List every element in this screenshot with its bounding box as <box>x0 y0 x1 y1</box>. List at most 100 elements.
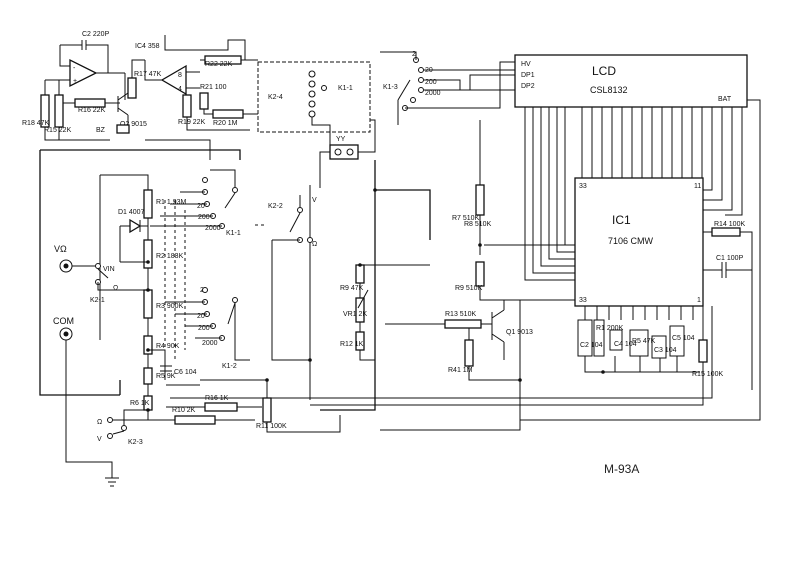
r5b-label: R5 47K <box>632 338 656 345</box>
r18-label: R18 47K <box>22 120 50 127</box>
ic1-chip: IC1 7106 CMW 33 11 33 1 <box>574 177 704 307</box>
svg-text:2000: 2000 <box>205 225 221 232</box>
svg-text:-: - <box>73 65 76 72</box>
k1-3-switch: 2 20 200 2000 K1-3 <box>380 51 515 125</box>
r17-label: R17 47K <box>134 71 162 78</box>
r16-label: R16 22K <box>78 107 106 114</box>
r16b-label: R16 1K <box>205 395 229 402</box>
r41-label: R41 1M <box>448 367 473 374</box>
ic1-integrator: C2 104 R1 200K C4 104 R5 47K C3 104 C5 1… <box>170 306 723 406</box>
d1-label: D1 4007 <box>118 209 145 216</box>
r1-label: R1 1.93M <box>156 199 187 206</box>
k2-4-label: K2-4 <box>268 94 283 101</box>
ic1-pin-bottom-left: 33 <box>579 297 587 304</box>
bz-label: BZ <box>96 127 106 134</box>
svg-text:2000: 2000 <box>425 90 441 97</box>
k1-1-mid-label: K1-1 <box>226 230 241 237</box>
lcd-model: CSL8132 <box>590 85 628 95</box>
ic1-osc-network: R14 100K C1 100P <box>703 221 753 390</box>
r4-label: R4 90K <box>156 343 180 350</box>
r3-label: R3 900K <box>156 303 184 310</box>
r6-label: R6 1K <box>130 400 150 407</box>
input-terminals[interactable]: VΩ VIN Ω K2-1 COM <box>53 244 148 487</box>
com-label: COM <box>53 316 74 326</box>
ic1-name: IC1 <box>612 213 631 227</box>
r19-label: R19 22K <box>178 119 206 126</box>
r21-label: R21 100 <box>200 84 227 91</box>
r10-label: R10 2K <box>172 407 196 414</box>
c2-label: C2 220P <box>82 31 110 38</box>
r13-label: R13 510K <box>445 311 476 318</box>
ic1-pin-top-left: 33 <box>579 183 587 190</box>
buzzer-stage: - + C2 220P R18 47K R15 22K R16 22K Q2 9… <box>22 31 162 141</box>
svg-text:4: 4 <box>178 86 182 93</box>
svg-text:2: 2 <box>200 287 204 294</box>
r9b-label: R9 47K <box>340 285 364 292</box>
r8-label: R8 510K <box>464 221 492 228</box>
omega-in-label: Ω <box>113 285 118 292</box>
k2-2-switch: K2-2 V Ω <box>268 195 317 361</box>
svg-text:200: 200 <box>425 79 437 86</box>
r22-label: R22 22K <box>205 61 233 68</box>
svg-text:8: 8 <box>178 72 182 79</box>
svg-text:2000: 2000 <box>202 340 218 347</box>
reference-section: R7 510K R8 510K R9 510K R9 47K VR1 2K R1… <box>340 120 575 431</box>
k1-3-label: K1-3 <box>383 84 398 91</box>
q1-label: Q1 9013 <box>506 329 533 336</box>
k2-3-switch: Ω V K2-3 <box>97 409 175 446</box>
r14-label: R14 100K <box>714 221 745 228</box>
svg-text:20: 20 <box>197 313 205 320</box>
lcd-pin-dp1: DP1 <box>521 72 535 79</box>
switch-linkages <box>164 200 265 365</box>
r1b-label: R1 200K <box>596 325 624 332</box>
ic1-pin-bottom-right: 1 <box>697 297 701 304</box>
junction-dots <box>146 188 605 412</box>
ic4-label: IC4 358 <box>135 43 160 50</box>
k2-4-switch-box: K2-4 K1-1 <box>250 59 371 145</box>
protection-network: R10 2K R16 1K R11 100K <box>166 379 341 433</box>
fuse-yy: YY <box>319 119 376 188</box>
svg-text:200: 200 <box>198 325 210 332</box>
c3-label: C3 104 <box>654 347 677 354</box>
r20-label: R20 1M <box>213 120 238 127</box>
k1-2-label: K1-2 <box>222 363 237 370</box>
lcd-pin-dp2: DP2 <box>521 83 535 90</box>
k2-1-label: K2-1 <box>90 297 105 304</box>
k1-2-switch: 2 20 200 2000 K1-2 <box>165 287 250 370</box>
lcd-pin-bat: BAT <box>718 96 732 103</box>
c2b-label: C2 104 <box>580 342 603 349</box>
lcd-module: LCD CSL8132 HV DP1 DP2 BAT <box>514 54 748 108</box>
c1-label: C1 100P <box>716 255 744 262</box>
svg-text:2: 2 <box>412 51 416 58</box>
k2-3-label: K2-3 <box>128 439 143 446</box>
q2-label: Q2 9015 <box>120 121 147 128</box>
input-frame <box>39 149 431 411</box>
vin-label: VIN <box>103 266 115 273</box>
k1-1-mid-switch: 20 200 2000 K1-1 <box>150 169 241 237</box>
k2-2-v: V <box>312 197 317 204</box>
r2-label: R2 183K <box>156 253 184 260</box>
r12-label: R12 1K <box>340 341 364 348</box>
svg-text:20: 20 <box>197 203 205 210</box>
k2-2-ohm: Ω <box>312 241 317 248</box>
svg-text:200: 200 <box>198 214 210 221</box>
r7-label: R7 510K <box>452 215 480 222</box>
c6-label: C6 104 <box>174 369 197 376</box>
ic1-pin-top-right: 11 <box>694 183 701 190</box>
k1-1-label: K1-1 <box>338 85 353 92</box>
k2-2-label: K2-2 <box>268 203 283 210</box>
vr1-label: VR1 2K <box>343 311 367 318</box>
r15b-label: R15 100K <box>692 371 723 378</box>
r11-label: R11 100K <box>256 423 287 430</box>
fuse-label: YY <box>336 136 346 143</box>
r9-label: R9 510K <box>455 285 483 292</box>
svg-text:+: + <box>73 78 77 85</box>
r15-label: R15 22K <box>44 127 72 134</box>
c5-label: C5 104 <box>672 335 695 342</box>
ic1-part: 7106 CMW <box>608 236 654 246</box>
lcd-bus <box>520 99 761 421</box>
ic4-opamp: 8 4 R22 22K R19 22K R21 100 R20 1M <box>144 35 255 160</box>
vohm-label: VΩ <box>54 244 67 254</box>
k2-3-ohm: Ω <box>97 419 102 426</box>
